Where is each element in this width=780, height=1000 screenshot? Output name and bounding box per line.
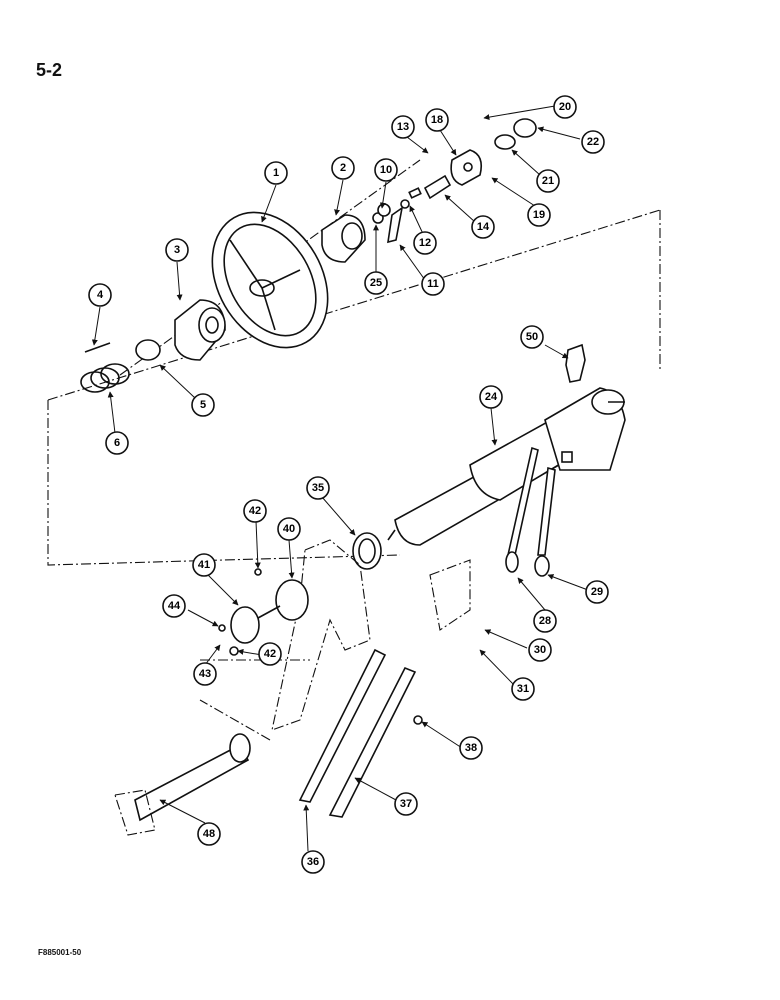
- callout-label: 11: [427, 278, 439, 290]
- lower-shaft: [114, 733, 251, 836]
- steering-column: [387, 387, 626, 546]
- callout-12: 12: [413, 231, 437, 255]
- callout-label: 10: [380, 164, 392, 176]
- callout-14: 14: [471, 215, 495, 239]
- callout-50: 50: [520, 325, 544, 349]
- callout-label: 41: [198, 559, 210, 571]
- callout-label: 22: [587, 136, 599, 148]
- callout-label: 36: [307, 856, 319, 868]
- switch-part: [565, 343, 586, 383]
- callout-24: 24: [479, 385, 503, 409]
- callout-28: 28: [533, 609, 557, 633]
- boot-plates: [298, 648, 423, 818]
- callout-label: 21: [542, 175, 554, 187]
- callout-label: 6: [114, 437, 120, 449]
- callout-18: 18: [425, 108, 449, 132]
- callout-label: 12: [419, 237, 431, 249]
- callout-label: 44: [168, 600, 181, 612]
- callout-6: 6: [105, 431, 129, 455]
- callout-22: 22: [581, 130, 605, 154]
- universal-joint: [218, 568, 309, 656]
- callout-label: 19: [533, 209, 545, 221]
- callout-label: 3: [174, 244, 180, 256]
- spring-rings: [80, 342, 130, 393]
- callout-label: 24: [485, 391, 498, 403]
- page-number: 5-2: [36, 60, 63, 80]
- callout-label: 37: [400, 798, 412, 810]
- callout-label: 30: [534, 644, 546, 656]
- callout-label: 25: [370, 277, 382, 289]
- callout-20: 20: [553, 95, 577, 119]
- callout-11: 11: [421, 272, 445, 296]
- callout-label: 48: [203, 828, 215, 840]
- column-cap: [321, 118, 537, 263]
- callout-label: 42: [264, 648, 276, 660]
- callout-1: 1: [264, 161, 288, 185]
- callout-48: 48: [197, 822, 221, 846]
- bushing: [352, 532, 382, 570]
- callout-10: 10: [374, 158, 398, 182]
- callout-42: 42: [258, 642, 282, 666]
- callout-label: 35: [312, 482, 324, 494]
- callout-label: 20: [559, 101, 571, 113]
- callout-36: 36: [301, 850, 325, 874]
- callout-label: 13: [397, 121, 409, 133]
- callout-label: 31: [517, 683, 529, 695]
- callout-35: 35: [306, 476, 330, 500]
- callout-label: 14: [477, 221, 490, 233]
- callout-3: 3: [165, 238, 189, 262]
- callout-label: 4: [97, 289, 104, 301]
- callout-29: 29: [585, 580, 609, 604]
- callout-21: 21: [536, 169, 560, 193]
- callout-5: 5: [191, 393, 215, 417]
- callout-label: 18: [431, 114, 443, 126]
- callout-30: 30: [528, 638, 552, 662]
- callout-4: 4: [88, 283, 112, 307]
- figure-code: F885001-50: [38, 948, 82, 957]
- callout-label: 43: [199, 668, 211, 680]
- callout-43: 43: [193, 662, 217, 686]
- control-levers: [505, 446, 556, 577]
- leader-lines: [91, 105, 589, 852]
- callout-38: 38: [459, 736, 483, 760]
- wheel-hub: [135, 299, 226, 361]
- callout-label: 1: [273, 167, 279, 179]
- callout-40: 40: [277, 517, 301, 541]
- callout-label: 50: [526, 331, 538, 343]
- callout-2: 2: [331, 156, 355, 180]
- callout-41: 41: [192, 553, 216, 577]
- callout-19: 19: [527, 203, 551, 227]
- callout-label: 2: [340, 162, 346, 174]
- steering-wheel: [211, 211, 329, 349]
- callout-label: 40: [283, 523, 295, 535]
- callout-label: 28: [539, 615, 551, 627]
- callout-31: 31: [511, 677, 535, 701]
- callout-label: 5: [200, 399, 206, 411]
- callout-25: 25: [364, 271, 388, 295]
- callout-label: 38: [465, 742, 477, 754]
- callout-42: 42: [243, 499, 267, 523]
- callout-44: 44: [162, 594, 186, 618]
- mounting-bracket: [271, 539, 471, 731]
- callout-label: 29: [591, 586, 603, 598]
- callout-37: 37: [394, 792, 418, 816]
- callout-13: 13: [391, 115, 415, 139]
- callout-label: 42: [249, 505, 261, 517]
